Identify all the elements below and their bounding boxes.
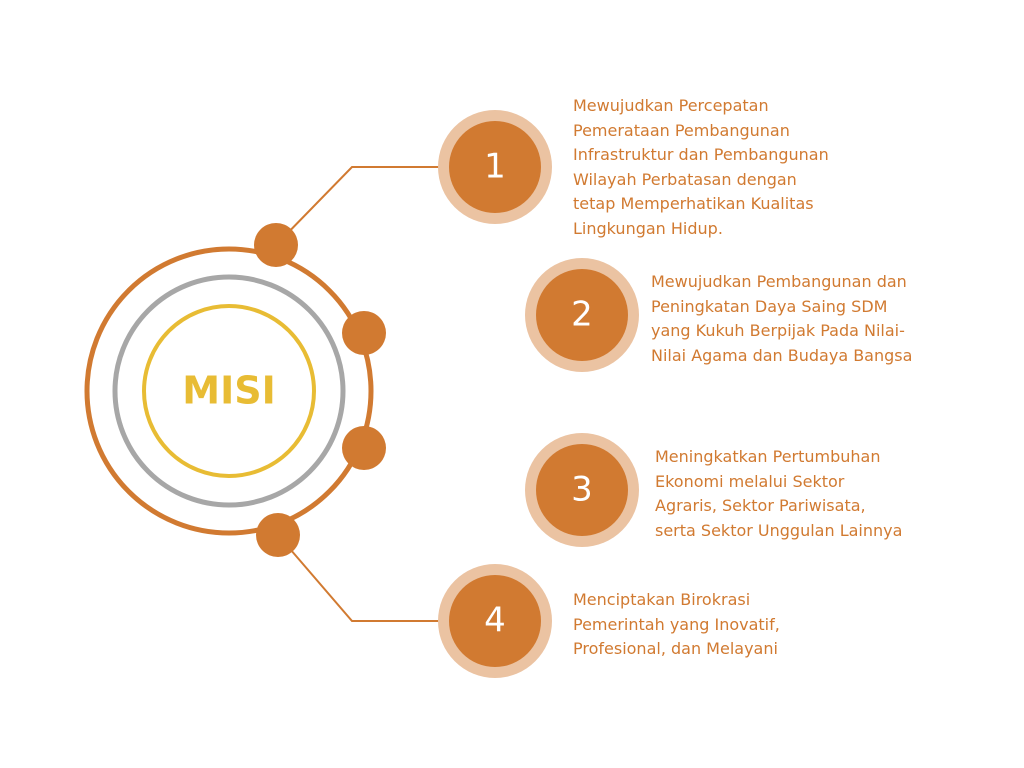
mission-2-line-2: Peningkatan Daya Saing SDM	[651, 296, 888, 316]
connector-line-1	[275, 166, 445, 246]
mission-badge-4: 4	[438, 564, 552, 678]
badge-circle-1	[449, 121, 541, 213]
mission-badge-2: 2	[525, 258, 639, 372]
inner-ring	[142, 304, 316, 478]
mission-1-line-5: tetap Memperhatikan Kualitas	[573, 194, 814, 213]
ring-dot-2	[342, 311, 386, 355]
mission-badge-1: 1	[438, 110, 552, 224]
outer-ring	[84, 246, 374, 536]
badge-number-3: 3	[571, 470, 593, 510]
mission-4-line-3: Profesional, dan Melayani	[573, 639, 778, 658]
mission-1-line-3: Infrastruktur dan Pembangunan	[573, 145, 829, 164]
ring-dot-4	[256, 513, 300, 557]
center-label: MISI	[182, 369, 275, 413]
mission-3-line-2: Ekonomi melalui Sektor	[655, 471, 845, 491]
mission-text-1: Mewujudkan Percepatan Pemerataan Pembang…	[573, 94, 829, 241]
badge-circle-3	[536, 444, 628, 536]
badge-number-2: 2	[571, 295, 593, 335]
mission-2-line-4: Nilai Agama dan Budaya Bangsa	[651, 345, 913, 365]
mission-badge-3: 3	[525, 433, 639, 547]
mission-text-2: Mewujudkan Pembangunan dan Peningkatan D…	[651, 270, 912, 368]
mission-4-line-2: Pemerintah yang Inovatif,	[573, 614, 780, 634]
mission-text-3: Meningkatkan Pertumbuhan Ekonomi melalui…	[655, 445, 902, 543]
mission-text-4: Menciptakan Birokrasi Pemerintah yang In…	[573, 588, 780, 662]
mission-1-line-1: Mewujudkan Percepatan	[573, 96, 769, 115]
mission-2-line-3: yang Kukuh Berpijak Pada Nilai-	[651, 321, 905, 340]
mission-1-line-2: Pemerataan Pembangunan	[573, 120, 790, 140]
connector-line-4	[277, 534, 445, 622]
ring-dot-3	[342, 426, 386, 470]
badge-number-4: 4	[484, 601, 506, 641]
ring-dot-1	[254, 223, 298, 267]
mission-3-line-3: Agraris, Sektor Pariwisata,	[655, 496, 866, 515]
mission-3-line-1: Meningkatkan Pertumbuhan	[655, 447, 881, 466]
badge-circle-4	[449, 575, 541, 667]
mission-2-line-1: Mewujudkan Pembangunan dan	[651, 272, 907, 291]
badge-number-1: 1	[484, 147, 506, 187]
mission-1-line-4: Wilayah Perbatasan dengan	[573, 169, 797, 189]
mission-4-line-1: Menciptakan Birokrasi	[573, 590, 751, 609]
mission-3-line-4: serta Sektor Unggulan Lainnya	[655, 520, 903, 540]
middle-ring	[112, 274, 346, 508]
badge-circle-2	[536, 269, 628, 361]
mission-1-line-6: Lingkungan Hidup.	[573, 218, 723, 238]
